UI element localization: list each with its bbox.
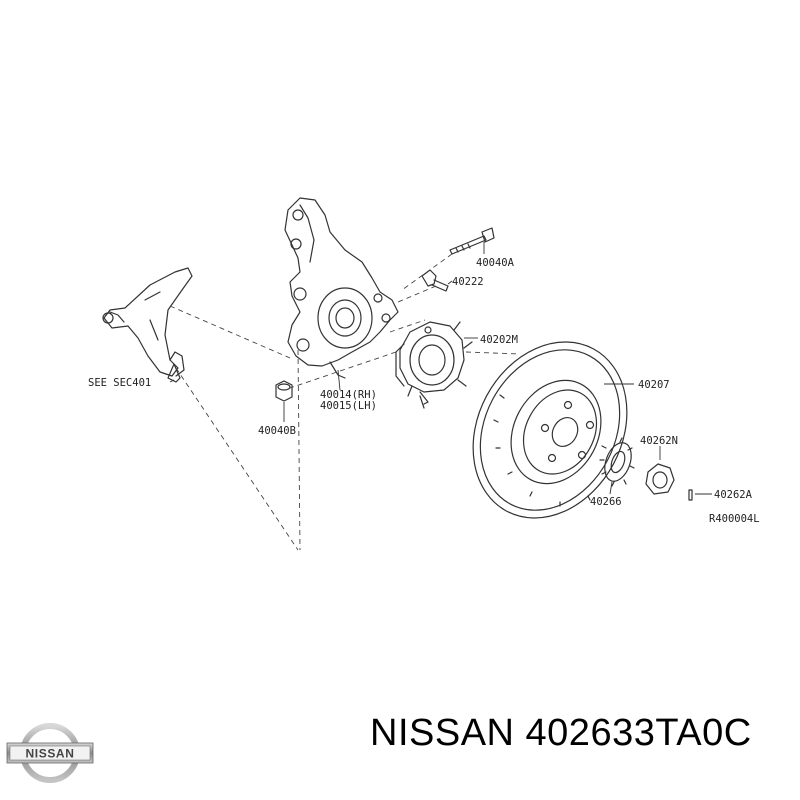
- cotter-pin: [688, 489, 693, 501]
- disc-rotor: [472, 341, 628, 519]
- leader-lines: [169, 242, 712, 495]
- label-knuckle-lh: 40015(LH): [320, 400, 377, 412]
- logo-wordmark: NISSAN: [26, 747, 75, 761]
- label-knuckle-rh: 40014(RH): [320, 389, 377, 401]
- steering-knuckle: [284, 197, 399, 379]
- label-sensor-ring: 40266: [590, 496, 622, 508]
- label-washer: 40262N: [640, 435, 678, 447]
- sensor-ring: [599, 437, 635, 487]
- label-nut-lower: 40040B: [258, 425, 296, 437]
- product-title: NISSAN 402633TA0C: [370, 712, 752, 754]
- nissan-logo: NISSAN: [6, 723, 94, 783]
- lower-control-arm: [102, 267, 193, 383]
- hub-bearing: [395, 321, 473, 409]
- bolt-40040a: [449, 227, 495, 255]
- label-bolt-top: 40040A: [476, 257, 515, 269]
- nut-40040b: [275, 380, 293, 402]
- label-see-sec: SEE SEC401: [88, 377, 151, 389]
- label-drawing-ref: R400004L: [709, 513, 760, 525]
- leader-dashes: [169, 253, 521, 551]
- label-hub-bearing: 40202M: [480, 334, 518, 346]
- label-pin: 40262A: [714, 489, 753, 501]
- bolt-40222: [421, 269, 449, 292]
- label-rotor: 40207: [638, 379, 670, 391]
- hub-nut: [645, 463, 675, 495]
- label-bolt-small: 40222: [452, 276, 484, 288]
